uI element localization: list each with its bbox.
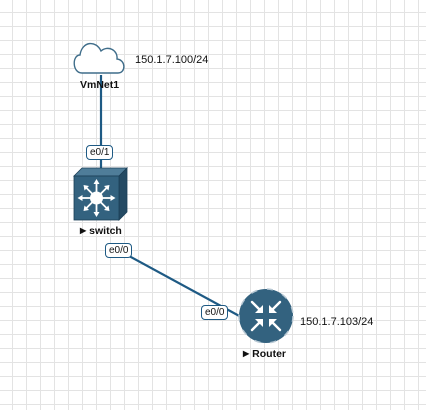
- switch-name-label: ▶switch: [80, 225, 122, 237]
- cloud-name-label: VmNet1: [80, 79, 120, 91]
- router-ip-label: 150.1.7.103/24: [300, 316, 374, 328]
- port-label-switch-e0-1[interactable]: e0/1: [86, 145, 114, 160]
- port-label-switch-e0-0[interactable]: e0/0: [105, 243, 133, 258]
- cloud-icon[interactable]: [73, 42, 125, 74]
- router-icon[interactable]: [238, 288, 294, 344]
- play-icon[interactable]: ▶: [80, 226, 87, 235]
- cloud-ip-label: 150.1.7.100/24: [135, 54, 209, 66]
- router-name-text: Router: [252, 348, 286, 360]
- play-icon[interactable]: ▶: [243, 349, 250, 358]
- switch-name-text: switch: [89, 225, 122, 237]
- router-name-label: ▶Router: [243, 348, 286, 360]
- port-label-router-e0-0[interactable]: e0/0: [201, 305, 229, 320]
- switch-icon[interactable]: [73, 167, 128, 221]
